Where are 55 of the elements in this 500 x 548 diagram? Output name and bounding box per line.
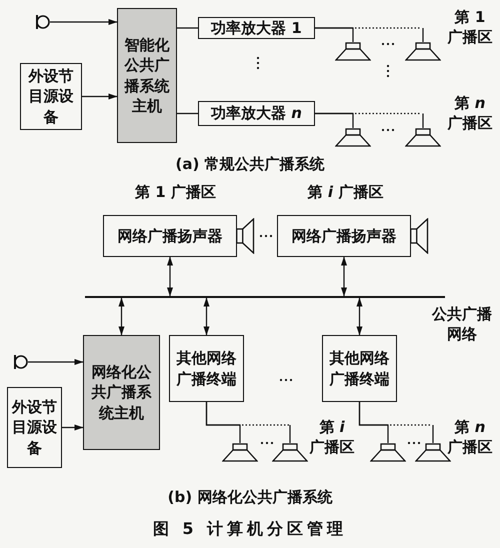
speaker-symbol [405,128,441,147]
zone-label: 第 n 广播区 [446,94,494,133]
subfigure-caption: (b) 网络化公共广播系统 [166,488,334,508]
speaker-symbol [370,443,406,462]
arrow [356,298,362,336]
device-box [198,17,315,39]
network-bus-line [85,296,445,298]
zone-label: 公共广播网络 [430,305,493,344]
box-label: 功率放大器 1 [211,18,302,38]
connector-line [177,112,198,114]
zone-label: 第 1 广播区 [446,8,494,47]
zone-label: 第 n 广播区 [446,418,494,457]
box-label: 网络广播扬声器 [292,226,396,246]
microphone-symbol [12,354,28,370]
speaker-symbol [335,128,371,147]
host-box [83,335,160,450]
arrow [204,298,210,336]
box-label: 网络化公共广播系统主机 [90,362,152,423]
device-box [322,335,397,402]
device-box [20,63,82,130]
zone-label: 第 i 广播区 [308,418,356,457]
connector-line [315,27,424,42]
connector-line [177,27,198,29]
box-label: 外设节目源设备 [12,397,57,458]
box-label: 功率放大器 n [211,103,302,124]
box-label: 其他网络广播终端 [175,348,238,389]
connector-line [315,112,424,128]
box-label: 外设节目源设备 [27,66,74,127]
arrow [28,359,84,365]
arrow [62,424,84,430]
zone-label: 第 1 广播区 [134,183,217,202]
device-box [198,101,315,126]
connector-line [206,402,291,443]
speaker-symbol [222,443,258,462]
box-label: 其他网络广播终端 [328,348,390,389]
zone-label: 第 i 广播区 [306,183,384,202]
figure-caption: 图 5 计算机分区管理 [152,518,348,540]
device-box [169,335,244,402]
device-box [103,215,237,257]
device-box [277,215,411,257]
microphone-symbol [34,14,50,30]
subfigure-caption: (a) 常规公共广播系统 [174,155,326,174]
speaker-symbol [335,42,371,61]
box-label: 智能化公共广播系统主机 [123,35,170,116]
speaker-symbol [272,443,308,462]
arrow [167,256,173,296]
arrow [50,19,118,25]
arrow [118,298,124,336]
connector-line [358,402,434,443]
arrow [82,94,118,100]
speaker-symbol [405,42,441,61]
box-label: 网络广播扬声器 [118,226,222,246]
device-box [7,387,62,468]
arrow [341,256,347,296]
host-box [117,8,177,143]
